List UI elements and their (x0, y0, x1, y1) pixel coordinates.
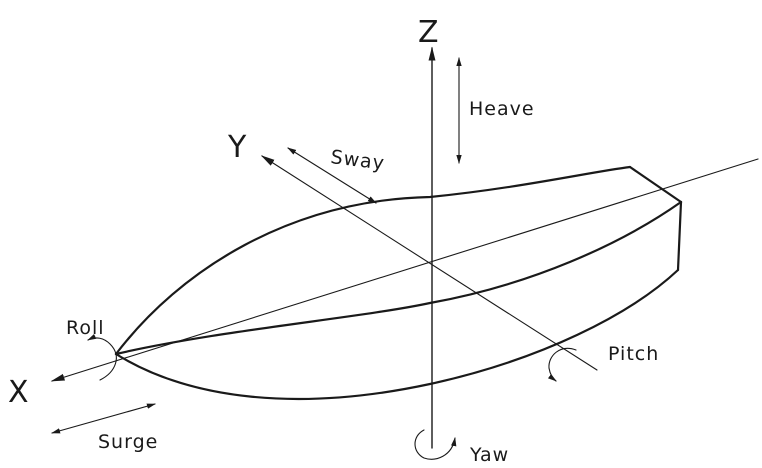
yaw-label: Yaw (469, 444, 509, 463)
y-axis-line (260, 155, 598, 371)
roll-motion: Roll (66, 317, 117, 381)
roll-label: Roll (66, 317, 105, 339)
hull-transom-top (628, 165, 683, 204)
roll-arrow (87, 333, 117, 381)
surge-motion: Surge (51, 403, 158, 453)
sway-label: Sway (329, 146, 386, 174)
pitch-motion: Pitch (547, 343, 659, 382)
y-axis-label: Y (227, 130, 247, 165)
hull-bottom-edge (114, 268, 680, 401)
heave-label: Heave (469, 98, 535, 120)
boat-hull (114, 165, 683, 401)
pitch-label: Pitch (608, 343, 659, 365)
heave-motion: Heave (456, 57, 535, 164)
yaw-arrow (414, 429, 457, 460)
yaw-motion: Yaw (414, 429, 509, 466)
sway-arrow (287, 147, 377, 204)
x-axis-label: X (8, 375, 29, 410)
hull-deck-upper-edge (114, 165, 632, 356)
surge-arrow (51, 403, 156, 434)
x-axis-line (50, 158, 759, 382)
z-axis: Z (418, 15, 439, 449)
pitch-arrow (547, 348, 577, 382)
x-axis: X (8, 158, 759, 410)
sway-motion: Sway (287, 146, 386, 204)
surge-label: Surge (98, 431, 158, 453)
z-axis-label: Z (418, 15, 439, 50)
hull-transom-side (676, 200, 683, 272)
y-axis: Y (227, 130, 598, 371)
hull-deck-inner-edge (114, 200, 683, 356)
